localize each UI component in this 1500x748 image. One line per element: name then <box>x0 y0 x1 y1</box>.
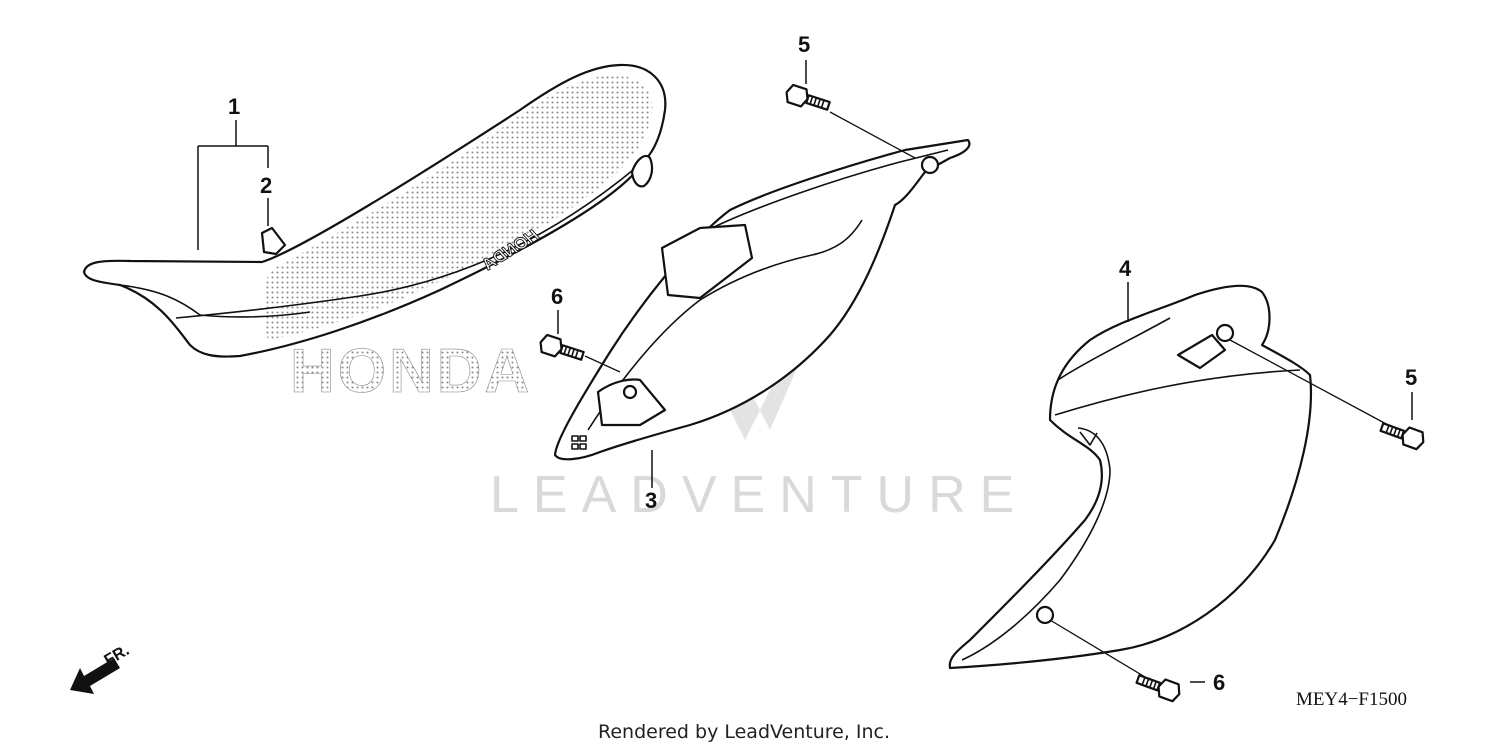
fender-rail <box>711 149 949 229</box>
seat-bracket <box>630 154 654 188</box>
side-cover-upper-ridge <box>1057 317 1171 381</box>
side-cover-slot <box>1176 333 1227 370</box>
seat-side-line <box>119 284 311 318</box>
seat-tab-part-2 <box>260 226 287 256</box>
side-cover-part-4 <box>948 284 1313 670</box>
side-cover-notch <box>1079 431 1098 446</box>
callout-3: 3 <box>645 488 657 513</box>
flange-bolt-icon <box>1379 422 1425 451</box>
credit-text: Rendered by LeadVenture, Inc. <box>598 721 890 743</box>
callouts: 1 2 3 4 5 5 6 6 <box>228 32 1417 695</box>
rear-fender-part-3 <box>553 138 971 461</box>
fender-bolt-hole-lower <box>622 384 638 400</box>
flange-bolt-icon <box>539 333 585 361</box>
side-cover-inner-edge <box>961 427 1111 661</box>
callout-2: 2 <box>260 173 272 198</box>
flange-bolt-icon <box>1135 674 1181 703</box>
arrow-down-left-icon <box>70 658 120 694</box>
watermark: LEADVENTURE <box>490 258 1028 524</box>
fender-tab-lower <box>596 378 667 427</box>
leader-lines <box>197 60 1413 683</box>
side-cover-hole-upper <box>1215 323 1235 343</box>
watermark-text: LEADVENTURE <box>490 466 1028 524</box>
fender-vent-slots <box>571 435 587 450</box>
seat-logo-side: HONDA <box>290 337 532 406</box>
fender-bolt-hole-upper <box>920 155 940 175</box>
callout-5-top: 5 <box>798 32 810 57</box>
side-cover-body <box>948 284 1313 670</box>
fender-inner-rib <box>587 219 863 431</box>
callout-6-left: 6 <box>551 284 563 309</box>
callout-1: 1 <box>228 94 240 119</box>
alignment-lines <box>584 111 1391 681</box>
seat-dotted-cover <box>263 75 653 340</box>
fender-clip-mount <box>660 223 754 300</box>
callout-4: 4 <box>1119 256 1132 281</box>
diagram-code: MEY4−F1500 <box>1296 689 1407 710</box>
side-cover-hole-lower <box>1035 605 1055 625</box>
fender-body <box>553 138 971 461</box>
seat-edge-line <box>175 159 646 319</box>
front-direction: FR. <box>70 642 132 694</box>
callout-5-right: 5 <box>1405 365 1417 390</box>
flange-bolt-icon <box>785 83 831 111</box>
callout-6-bottom: 6 <box>1213 670 1225 695</box>
seat-part-1: HONDA HONDA <box>82 63 667 406</box>
side-cover-crease <box>1054 369 1301 416</box>
